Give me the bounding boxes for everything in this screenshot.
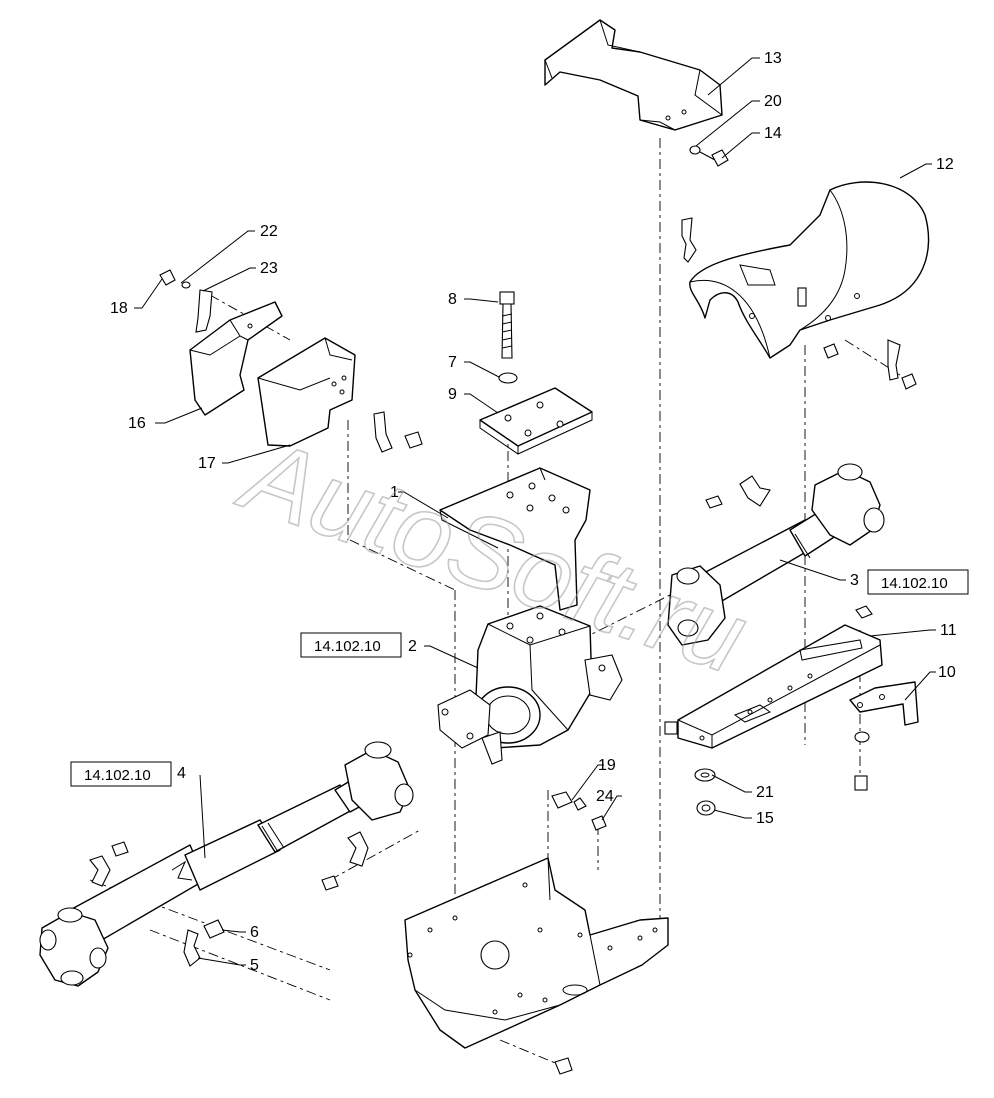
part-6-bolt: [203, 919, 225, 939]
part-1-bracket: [439, 467, 591, 611]
reference-box-2: 14.102.10: [300, 632, 402, 658]
part-9-plate: [479, 387, 593, 455]
shield-clip-center: [373, 411, 423, 453]
callout-23: 23: [260, 260, 278, 277]
part-14-bolt: [699, 149, 729, 167]
reference-text-2: 14.102.10: [314, 638, 381, 655]
part-2-gearbox: [437, 605, 623, 765]
leader-lines: [134, 57, 936, 966]
callout-2: 2: [408, 638, 417, 655]
callout-14: 14: [764, 125, 782, 142]
reference-box-4: 14.102.10: [70, 761, 172, 787]
callout-21: 21: [756, 784, 774, 801]
part-22-washer: [181, 281, 191, 289]
part-19-bolt: [551, 791, 587, 811]
part-7-washer: [498, 372, 518, 384]
callout-16: 16: [128, 415, 146, 432]
part-5-clamp: [183, 929, 201, 967]
callout-7: 7: [448, 354, 457, 371]
part-23-clip: [195, 289, 213, 333]
part-21-washer: [694, 768, 716, 782]
reference-text-3: 14.102.10: [881, 575, 948, 592]
reference-text-4: 14.102.10: [84, 767, 151, 784]
nut-upper: [855, 605, 873, 619]
guard-clip-left: [681, 217, 697, 263]
callout-9: 9: [448, 386, 457, 403]
callout-12: 12: [936, 156, 954, 173]
callout-22: 22: [260, 223, 278, 240]
callout-19: 19: [598, 757, 616, 774]
part-24-nut: [591, 815, 607, 831]
callout-18: 18: [110, 300, 128, 317]
callout-4: 4: [177, 765, 186, 782]
bolt-lower-right: [854, 775, 868, 791]
callout-8: 8: [448, 291, 457, 308]
callout-6: 6: [250, 924, 259, 941]
part-16-left-shield: [189, 301, 283, 416]
guard-clip-right: [823, 339, 917, 390]
callout-5: 5: [250, 957, 259, 974]
part-12-guard-cone: [689, 181, 930, 359]
callout-13: 13: [764, 50, 782, 67]
callout-11: 11: [940, 622, 957, 639]
part-4-drive-shaft: [39, 741, 414, 987]
callout-3: 3: [850, 572, 859, 589]
part-20-washer: [689, 145, 701, 155]
callout-20: 20: [764, 93, 782, 110]
callout-17: 17: [198, 455, 216, 472]
reference-box-3: 14.102.10: [867, 569, 969, 595]
part-11-rail: [664, 624, 883, 749]
callout-24: 24: [596, 788, 614, 805]
callout-15: 15: [756, 810, 774, 827]
part-13-top-shield: [544, 19, 723, 131]
part-3-drive-shaft: [667, 463, 885, 646]
washer-right: [854, 731, 870, 743]
part-15-washer: [696, 800, 716, 816]
callout-labels: 13 20 14 12 22 23 18 8 7 9 16 17 1 3 11 …: [110, 50, 957, 974]
callout-1: 1: [390, 484, 399, 501]
frame-bracket: [404, 857, 669, 1075]
part-10-bracket: [849, 681, 919, 726]
callout-10: 10: [938, 664, 956, 681]
part-8-bolt: [499, 291, 515, 359]
part-18-bolt: [159, 269, 176, 286]
part-17-right-shield: [257, 337, 356, 447]
